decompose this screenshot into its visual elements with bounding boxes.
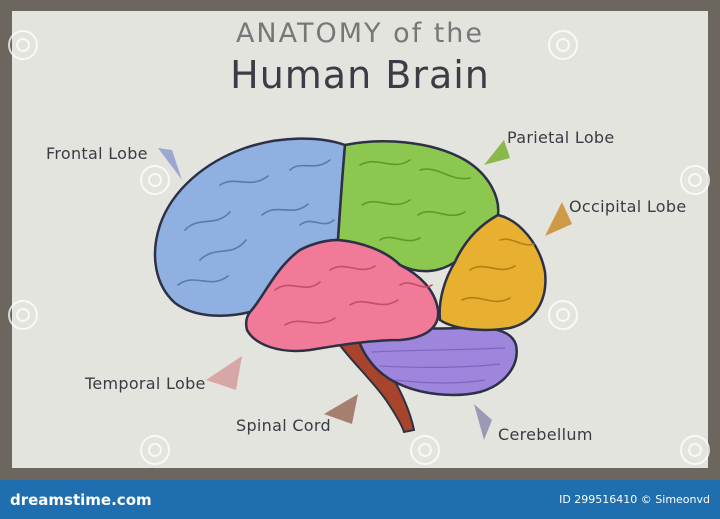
footer-image-id: ID 299516410 © Simeonvd [559, 493, 710, 506]
footer-bar: dreamstime.com ID 299516410 © Simeonvd [0, 480, 720, 519]
watermark-icon [140, 435, 170, 465]
watermark-icon [410, 435, 440, 465]
watermark-icon [548, 30, 578, 60]
label-spinal-cord: Spinal Cord [236, 416, 331, 435]
occipital-lobe-region [438, 213, 547, 332]
spinal-pointer [324, 394, 358, 424]
label-parietal-lobe: Parietal Lobe [507, 128, 615, 147]
label-cerebellum: Cerebellum [498, 425, 593, 444]
parietal-pointer [484, 140, 510, 165]
footer-logo[interactable]: dreamstime.com [10, 491, 152, 509]
watermark-icon [8, 300, 38, 330]
temporal-lobe-region [244, 238, 440, 353]
label-temporal-lobe: Temporal Lobe [85, 374, 206, 393]
temporal-pointer [206, 356, 242, 390]
cerebellum-region [354, 326, 518, 397]
watermark-icon [548, 300, 578, 330]
cerebellum-pointer [474, 404, 492, 440]
label-occipital-lobe: Occipital Lobe [569, 197, 687, 216]
occipital-pointer [545, 202, 572, 236]
title-line-2: Human Brain [230, 53, 490, 97]
watermark-icon [680, 435, 710, 465]
title-line-1: ANATOMY of the [235, 18, 485, 49]
label-frontal-lobe: Frontal Lobe [46, 144, 148, 163]
watermark-icon [140, 165, 170, 195]
frontal-pointer [158, 148, 182, 180]
watermark-icon [8, 30, 38, 60]
watermark-icon [680, 165, 710, 195]
